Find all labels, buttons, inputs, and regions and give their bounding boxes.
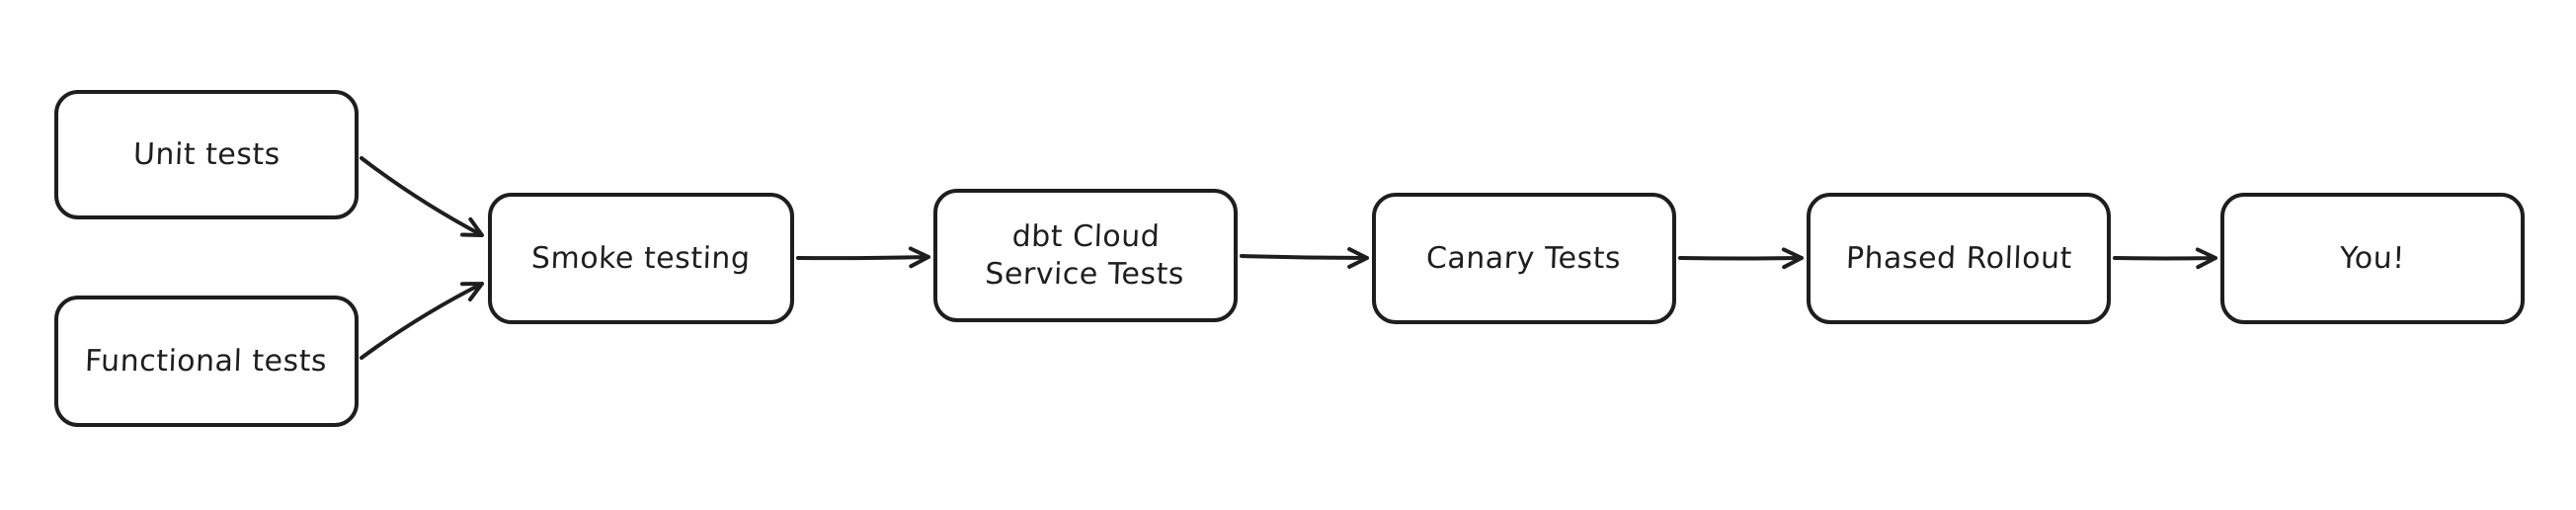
arrow-dbt-cloud-to-canary-tests [1240,247,1369,269]
arrow-phased-rollout-to-you [2113,247,2217,270]
node-label-functional-tests: Functional tests [84,343,329,379]
node-label-smoke-testing: Smoke testing [530,240,752,276]
node-label-unit-tests: Unit tests [131,136,282,172]
node-label-dbt-cloud-service-tests: dbt Cloud Service Tests [984,218,1185,292]
node-label-canary-tests: Canary Tests [1425,240,1623,276]
node-functional-tests: Functional tests [54,296,359,427]
node-you: You! [2220,193,2525,324]
node-unit-tests: Unit tests [54,90,359,219]
node-label-phased-rollout: Phased Rollout [1845,240,2073,276]
arrow-unit-tests-to-smoke-testing [360,156,484,237]
node-smoke-testing: Smoke testing [488,193,794,324]
node-label-you: You! [2339,240,2406,276]
node-canary-tests: Canary Tests [1372,193,1676,324]
arrow-functional-tests-to-smoke-testing [360,282,484,360]
arrow-canary-tests-to-phased-rollout [1678,247,1804,270]
node-dbt-cloud-service-tests: dbt Cloud Service Tests [933,189,1238,322]
arrow-smoke-testing-to-dbt-cloud [796,246,930,269]
node-phased-rollout: Phased Rollout [1807,193,2111,324]
